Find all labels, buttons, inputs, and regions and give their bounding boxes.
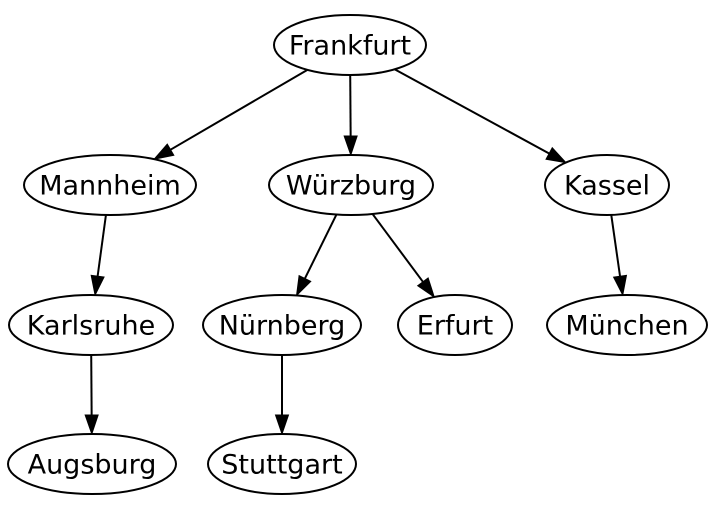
node-label-karlsruhe: Karlsruhe <box>27 310 155 341</box>
node-ellipse-stuttgart <box>207 433 357 495</box>
edge-mannheim-to-karlsruhe <box>96 214 107 277</box>
node-nurnberg: Nürnberg <box>202 294 362 356</box>
edge-kassel-to-munchen <box>610 214 622 277</box>
arrowhead-nurnberg-to-stuttgart <box>274 414 290 436</box>
node-wurzburg: Würzburg <box>268 154 434 216</box>
node-ellipse-nurnberg <box>202 294 362 356</box>
arrowhead-mannheim-to-karlsruhe <box>90 274 105 297</box>
node-munchen: München <box>546 294 708 356</box>
node-label-stuttgart: Stuttgart <box>221 449 342 480</box>
node-label-mannheim: Mannheim <box>39 170 181 201</box>
node-label-nurnberg: Nürnberg <box>219 310 346 341</box>
node-ellipse-karlsruhe <box>8 294 174 356</box>
node-frankfurt: Frankfurt <box>273 14 427 76</box>
node-ellipse-wurzburg <box>268 154 434 216</box>
node-ellipse-mannheim <box>23 154 197 216</box>
arrowhead-frankfurt-to-mannheim <box>152 143 175 161</box>
node-label-kassel: Kassel <box>564 170 650 201</box>
node-stuttgart: Stuttgart <box>207 433 357 495</box>
node-ellipse-augsburg <box>7 433 177 495</box>
node-karlsruhe: Karlsruhe <box>8 294 174 356</box>
node-erfurt: Erfurt <box>397 294 513 356</box>
edge-frankfurt-to-kassel <box>394 68 550 155</box>
arrowhead-kassel-to-munchen <box>612 274 628 297</box>
node-label-erfurt: Erfurt <box>417 310 493 341</box>
node-mannheim: Mannheim <box>23 154 197 216</box>
edge-wurzburg-to-erfurt <box>371 213 424 283</box>
edge-frankfurt-to-mannheim <box>170 68 308 151</box>
arrowhead-wurzburg-to-nurnberg <box>295 274 312 297</box>
node-ellipse-kassel <box>544 154 670 216</box>
arrowhead-karlsruhe-to-augsburg <box>84 414 99 436</box>
node-ellipse-erfurt <box>397 294 513 356</box>
node-ellipse-frankfurt <box>273 14 427 76</box>
node-kassel: Kassel <box>544 154 670 216</box>
arrowhead-frankfurt-to-kassel <box>545 146 568 164</box>
node-augsburg: Augsburg <box>7 433 177 495</box>
node-ellipse-munchen <box>546 294 708 356</box>
node-label-munchen: München <box>565 310 688 341</box>
edge-wurzburg-to-nurnberg <box>304 214 338 279</box>
node-label-frankfurt: Frankfurt <box>289 30 411 61</box>
arrowhead-frankfurt-to-wurzburg <box>343 135 358 157</box>
node-label-wurzburg: Würzburg <box>286 170 416 201</box>
node-label-augsburg: Augsburg <box>28 449 157 480</box>
arrowhead-wurzburg-to-erfurt <box>416 277 436 299</box>
